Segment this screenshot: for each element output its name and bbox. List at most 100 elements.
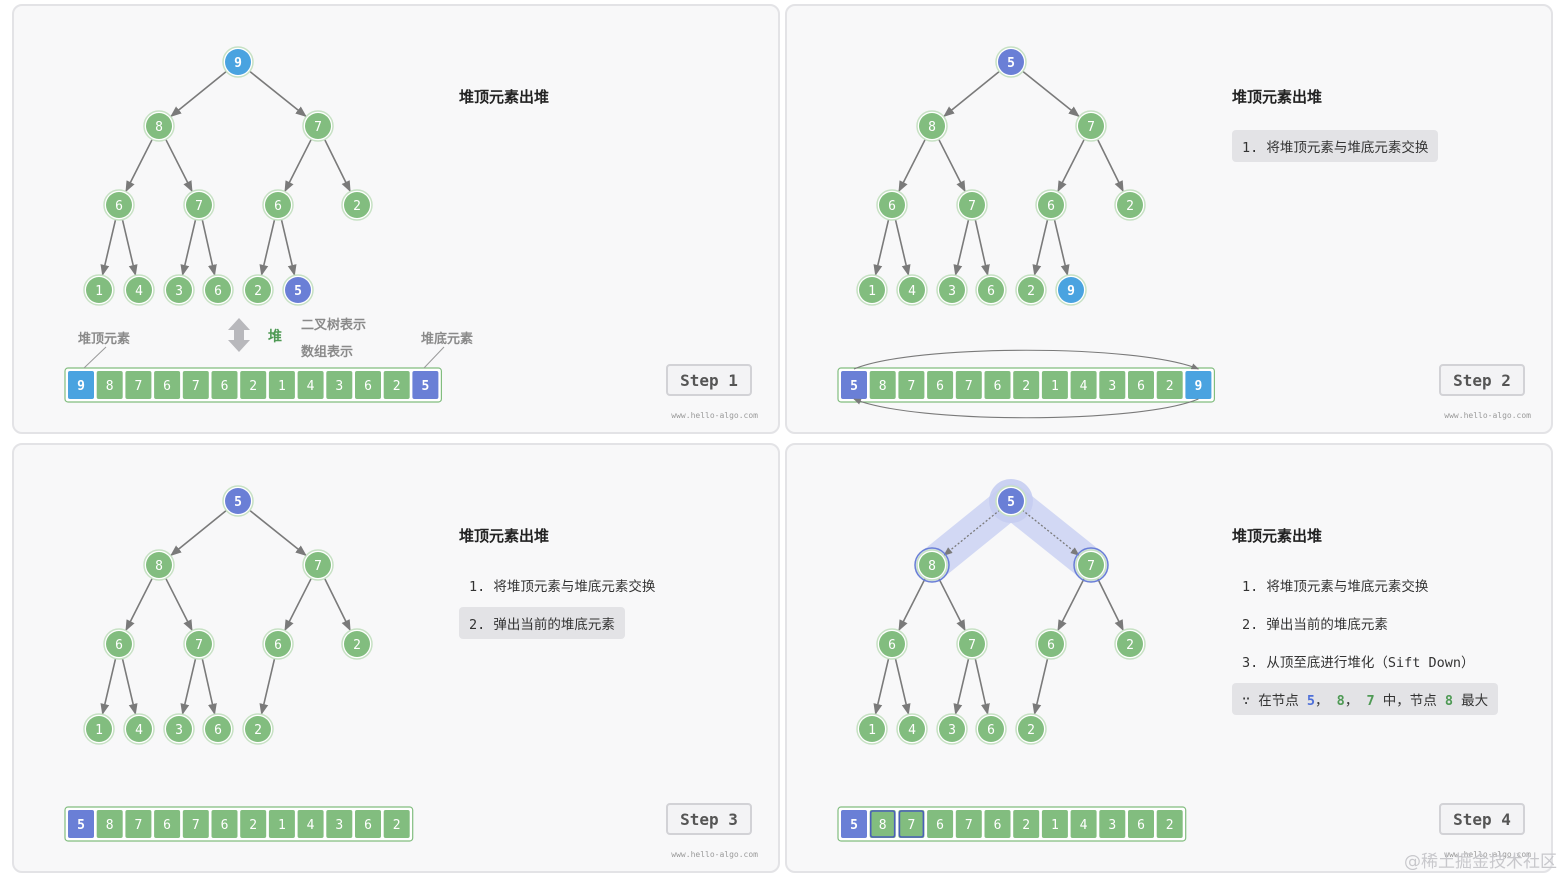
tree-node: 5 [282,274,314,306]
array-cell-value: 7 [134,379,142,394]
array-cell-value: 2 [1022,818,1030,833]
tree-node-value: 1 [868,723,876,738]
tree-node: 9 [222,46,254,78]
tree-node: 1 [83,274,115,306]
array-cell-value: 7 [965,818,973,833]
tree-node-value: 2 [1027,723,1035,738]
array-cell-value: 7 [907,379,915,394]
note-suffix: 最大 [1453,693,1489,709]
tree-edge [1032,657,1049,716]
tree-node: 2 [1114,628,1146,660]
array-cell-value: 6 [221,818,229,833]
tree-node: 1 [83,713,115,745]
tree-edge [248,70,307,118]
step-button[interactable]: Step 4 [1439,803,1525,835]
array-cell: 6 [984,371,1011,399]
tree-node-value: 7 [195,638,203,653]
step-button[interactable]: Step 1 [666,364,752,396]
tree-node: 5 [995,485,1027,517]
array-cell: 6 [211,810,238,838]
tree-node: 6 [975,713,1007,745]
array-cell: 2 [1156,810,1183,838]
swap-updown-icon [228,318,250,352]
array-cell: 7 [898,371,925,399]
tree-edge [201,657,217,715]
array-cell: 8 [869,371,896,399]
tree-node: 8 [143,549,175,581]
array-cell: 3 [326,371,353,399]
step-button[interactable]: Step 2 [1439,364,1525,396]
tree-edge [943,70,1001,117]
tree-node: 2 [242,274,274,306]
tree-node-value: 2 [1126,638,1134,653]
tree-node-value: 1 [95,723,103,738]
watermark: www.hello-algo.com [1444,411,1531,420]
tree-edge [259,218,276,277]
array-cell: 4 [297,810,324,838]
array-cell: 5 [412,371,439,399]
tree-node-value: 2 [353,199,361,214]
tree-node-value: 5 [1007,495,1015,510]
tree-node: 6 [103,189,135,221]
tree-edge [125,138,154,193]
step-list: 1. 将堆顶元素与堆底元素交换 2. 弹出当前的堆底元素 [459,569,665,645]
tree-node: 2 [341,189,373,221]
tree-node-value: 4 [908,284,916,299]
array-cell-value: 6 [994,818,1002,833]
array-cell: 6 [211,371,238,399]
array-cell-value: 6 [994,379,1002,394]
tree-node: 6 [876,628,908,660]
panel-title: 堆顶元素出堆 [1232,88,1323,106]
array-cell: 6 [927,371,954,399]
tree-node: 6 [1035,628,1067,660]
step-item-1: 1. 将堆顶元素与堆底元素交换 [1242,579,1429,595]
array-cell: 8 [96,371,123,399]
array-cell-value: 7 [134,818,142,833]
binary-tree-repr-label: 二叉树表示 [301,318,367,333]
tree-node-value: 8 [928,120,936,135]
array-cell-value: 4 [307,818,315,833]
tree-edge [1096,577,1124,632]
array-frame [64,806,414,842]
tree-edge [180,218,197,277]
array-cell-value: 1 [278,379,286,394]
tree-edge [974,218,990,276]
tree-node-value: 1 [868,284,876,299]
tree-edge [894,657,911,716]
array-cell-value: 2 [1166,379,1174,394]
step-button[interactable]: Step 3 [666,803,752,835]
array-cell: 2 [383,371,410,399]
tree-edge [974,657,990,715]
array-cell-value: 5 [77,818,85,833]
array-cell: 2 [1013,371,1040,399]
array-cell: 3 [1099,810,1126,838]
tree-node: 3 [163,274,195,306]
array-cell-value: 6 [364,379,372,394]
array-cell-value: 8 [879,379,887,394]
tree-node-value: 6 [274,638,282,653]
tree-node: 2 [1015,713,1047,745]
array-cell: 5 [841,371,867,399]
tree-node-value: 2 [1027,284,1035,299]
tree-edge [259,657,276,716]
step-item-3: 3. 从顶至底进行堆化（Sift Down） [1242,655,1475,671]
tree-node: 8 [916,110,948,142]
tree-edge [1021,509,1080,556]
tree-node: 1 [856,713,888,745]
array-cell: 6 [1128,810,1154,838]
heap-top-label: 堆顶元素 [78,332,131,347]
array-cell-value: 6 [1137,818,1145,833]
tree-edge [125,577,154,632]
array-cell-value: 2 [1022,379,1030,394]
tree-node-value: 7 [195,199,203,214]
tree-node-value: 6 [115,638,123,653]
watermark: www.hello-algo.com [671,411,758,420]
tree-node-value: 9 [234,56,242,71]
array-repr-label: 数组表示 [301,345,354,360]
array-cell-value: 1 [278,818,286,833]
array-cell: 7 [125,371,152,399]
tree-node-value: 7 [1087,559,1095,574]
tree-node: 7 [183,189,215,221]
step-item-2: 2. 弹出当前的堆底元素 [459,607,625,639]
